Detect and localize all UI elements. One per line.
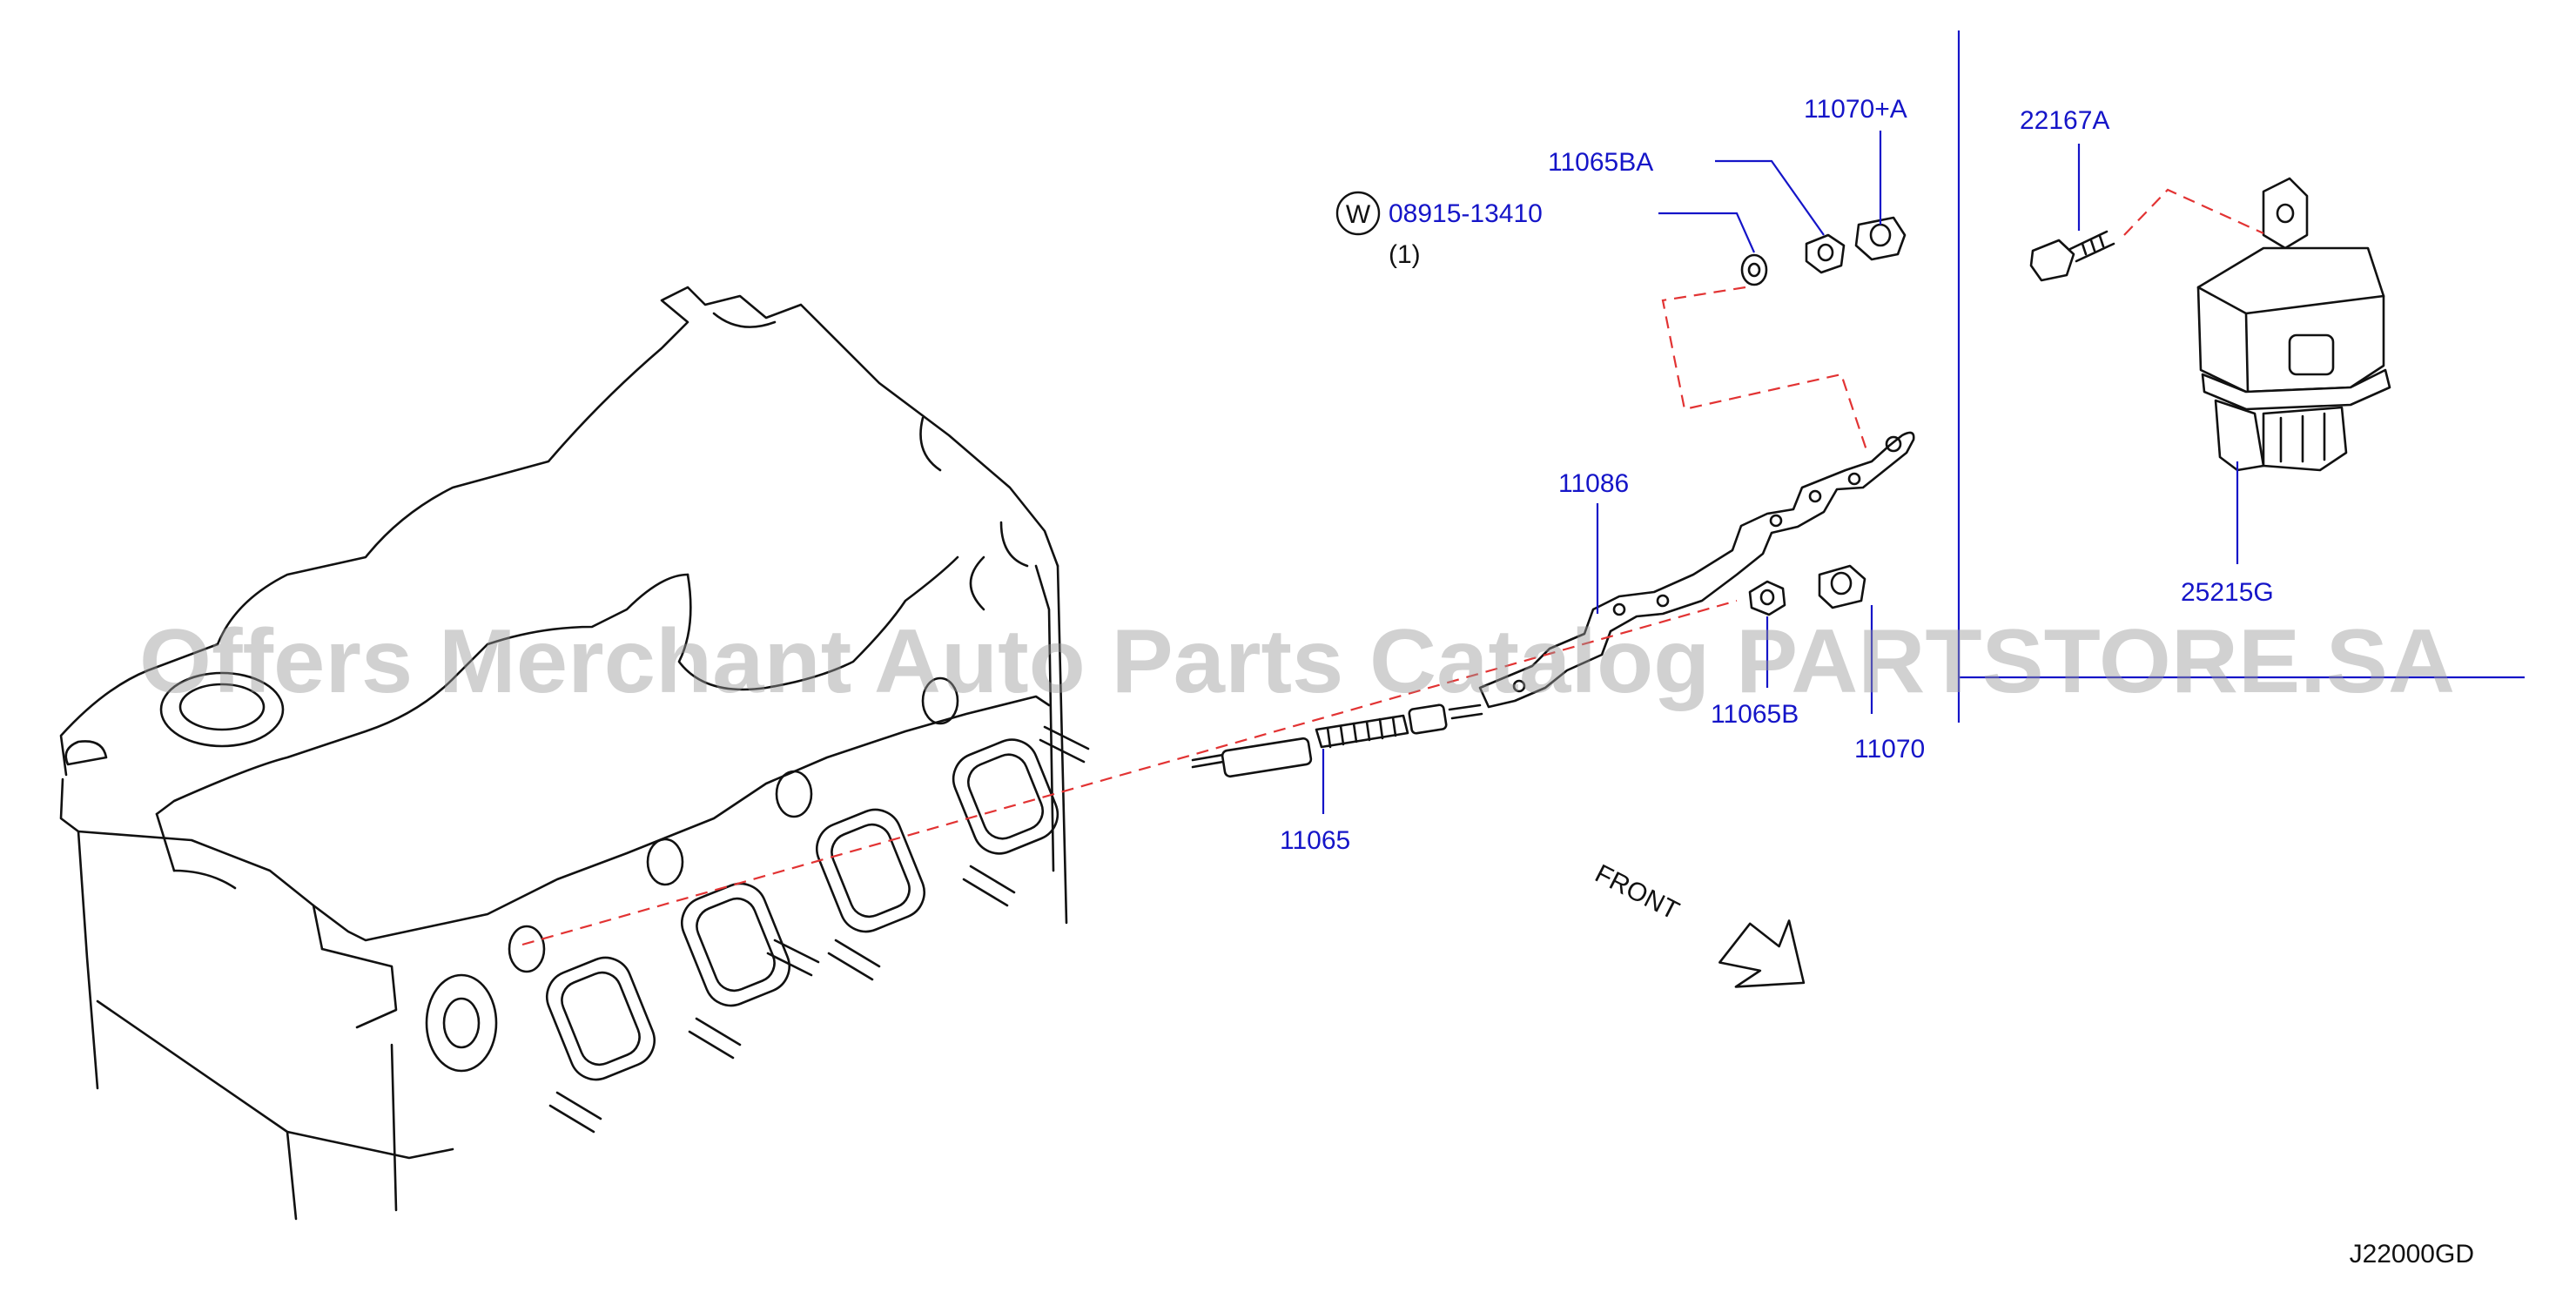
part-labels: W 08915-13410 (1) 11065BA 11070+A 22167A…: [1280, 95, 2474, 1268]
watermark-text: Offers Merchant Auto Parts Catalog PARTS…: [139, 611, 2455, 712]
washer-symbol: [1335, 191, 1381, 236]
section-divider-lines: [1957, 30, 2525, 723]
leader-lines: [1322, 131, 2239, 814]
cap-nut-11070-shape: [1818, 564, 1866, 609]
washer-symbol-letter: W: [1346, 200, 1371, 229]
part-label-11065ba[interactable]: 11065BA: [1548, 148, 1653, 177]
bolt-22167a-shape: [2029, 230, 2115, 282]
part-label-22167a[interactable]: 22167A: [2020, 106, 2109, 135]
washer-quantity: (1): [1389, 240, 1421, 269]
part-label-11086[interactable]: 11086: [1558, 469, 1629, 498]
dashed-connection-lines: [521, 188, 2264, 946]
diagram-code: J22000GD: [2350, 1240, 2474, 1268]
washer-shape: [1740, 253, 1768, 286]
part-label-11070[interactable]: 11070: [1854, 735, 1925, 764]
hardware-illustrations: [1740, 216, 2115, 616]
glow-plug-bus-bar-illustration: [1478, 431, 1915, 709]
front-direction-arrow: [1718, 919, 1806, 988]
part-label-11065b[interactable]: 11065B: [1711, 700, 1799, 729]
nut-11065b-shape: [1748, 580, 1786, 616]
glow-plug-illustration: [1191, 703, 1483, 778]
front-label: FRONT: [1591, 859, 1684, 925]
part-label-08915-13410[interactable]: 08915-13410: [1389, 199, 1543, 228]
part-label-25215g[interactable]: 25215G: [2181, 578, 2274, 607]
glow-relay-illustration: [2196, 177, 2391, 472]
part-label-11070a[interactable]: 11070+A: [1804, 95, 1907, 124]
part-label-11065[interactable]: 11065: [1280, 826, 1350, 855]
cylinder-head-illustration: [59, 286, 1090, 1221]
nut-11065ba-shape: [1805, 233, 1846, 274]
cap-nut-11070a-shape: [1854, 216, 1907, 261]
